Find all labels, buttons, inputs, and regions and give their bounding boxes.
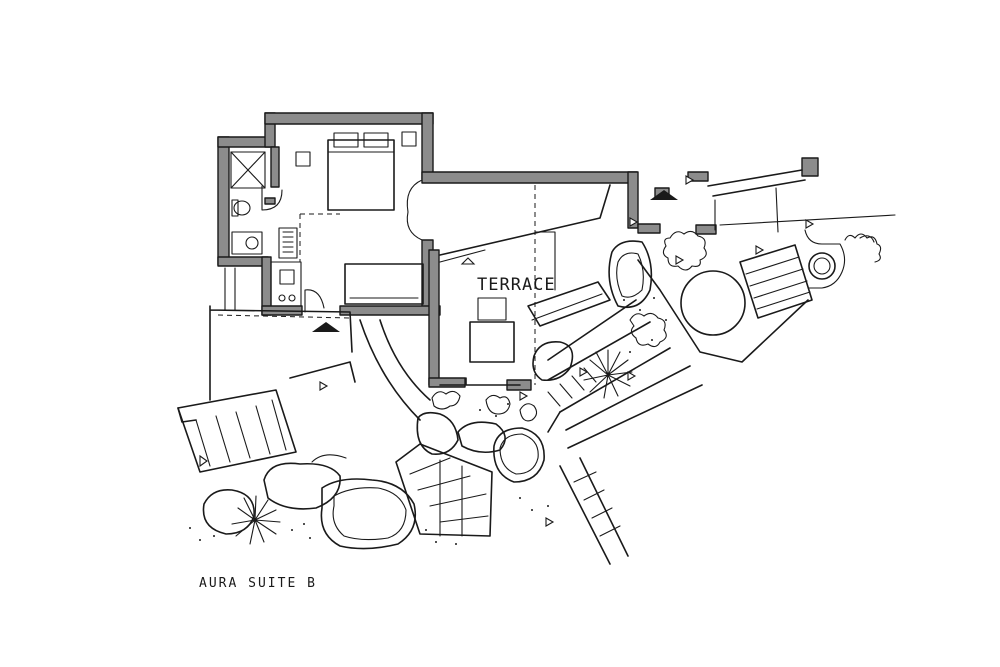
sunburst-plant-east [583, 349, 633, 399]
southeast-path [431, 299, 703, 565]
east-lounge-steps [527, 169, 896, 363]
drawing-caption: AURA SUITE B [199, 576, 317, 591]
terrace-area [439, 184, 611, 386]
level-markers [199, 175, 815, 527]
entrance-arrow-icon [650, 190, 678, 200]
sunburst-plant-west [231, 495, 281, 545]
entrance-arrow-icons [312, 190, 678, 332]
west-stairs [177, 267, 493, 537]
building-walls [217, 112, 819, 391]
gravel-texture [189, 297, 667, 545]
interior-fixtures [230, 131, 424, 313]
terrace-label: TERRACE [477, 275, 556, 295]
entrance-arrow-icon [312, 322, 340, 332]
west-boulders [189, 297, 667, 550]
